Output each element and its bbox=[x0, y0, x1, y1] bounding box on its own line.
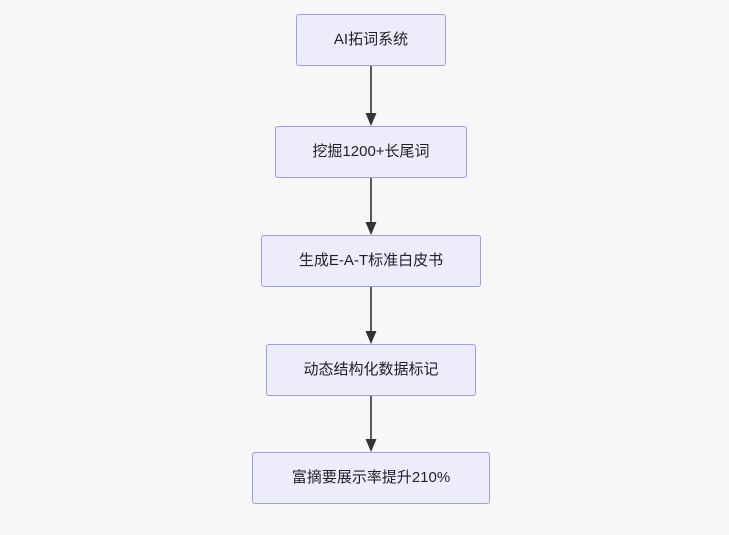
flow-node-label: 富摘要展示率提升210% bbox=[291, 469, 451, 486]
edge-n2-n3 bbox=[365, 178, 377, 235]
flow-node-ai-keyword-system[interactable]: AI拓词系统 bbox=[296, 14, 446, 66]
flow-node-label: 挖掘1200+长尾词 bbox=[312, 143, 430, 160]
edge-n3-n4 bbox=[365, 287, 377, 344]
flow-node-label: 生成E-A-T标准白皮书 bbox=[298, 252, 444, 269]
flow-node-mine-longtail-keywords[interactable]: 挖掘1200+长尾词 bbox=[275, 126, 467, 178]
flow-node-label: AI拓词系统 bbox=[333, 31, 409, 48]
flow-node-label: 动态结构化数据标记 bbox=[303, 361, 439, 378]
flow-node-generate-eat-whitepaper[interactable]: 生成E-A-T标准白皮书 bbox=[261, 235, 481, 287]
flow-node-dynamic-structured-data[interactable]: 动态结构化数据标记 bbox=[266, 344, 476, 396]
edge-n1-n2 bbox=[365, 66, 377, 126]
flow-node-rich-snippet-uplift[interactable]: 富摘要展示率提升210% bbox=[252, 452, 490, 504]
edge-n4-n5 bbox=[365, 396, 377, 452]
